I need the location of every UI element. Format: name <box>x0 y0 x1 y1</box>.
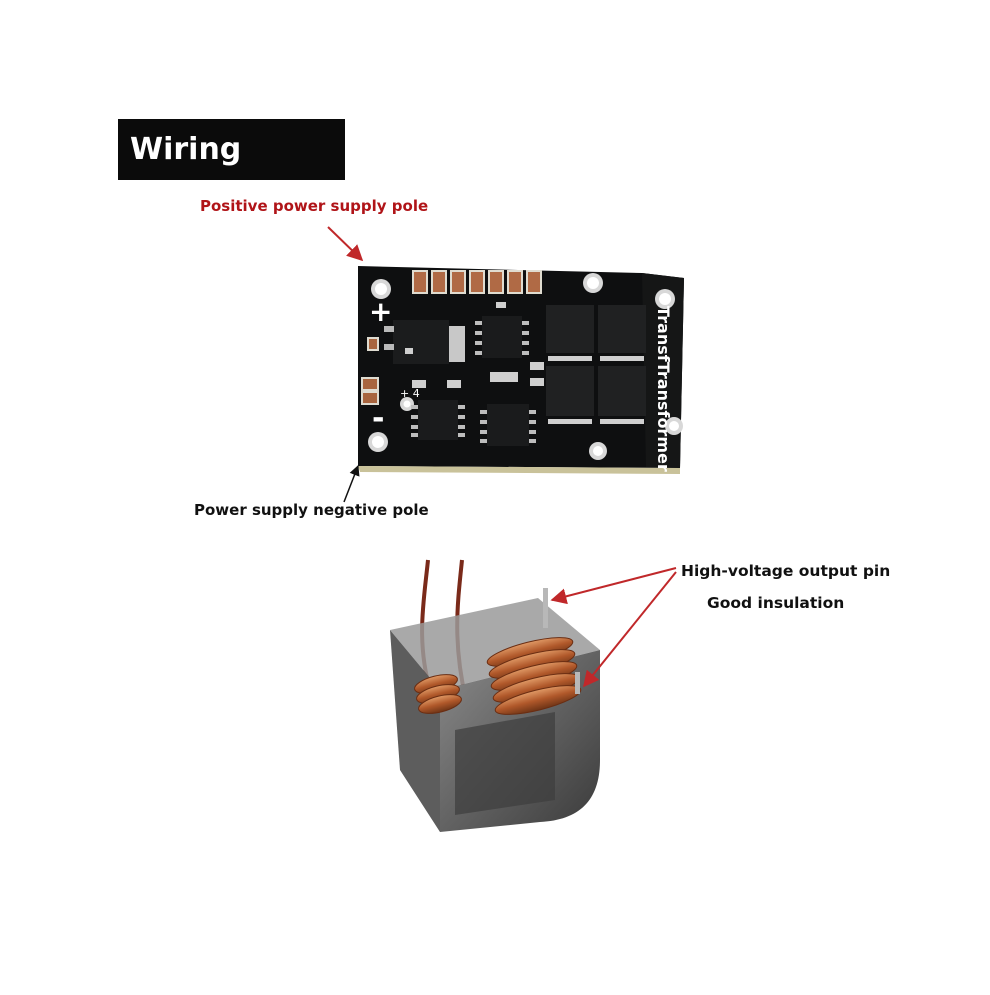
pcb-module: + - + 4 TransfTransformer <box>358 266 684 474</box>
mounting-hole <box>589 442 607 460</box>
ic-chip <box>411 400 465 440</box>
smd-component <box>405 302 544 388</box>
page-title: Wiring <box>118 119 345 180</box>
plus-silkscreen: + <box>369 295 392 328</box>
copper-coil <box>414 637 582 715</box>
hv-output-pin-label: High-voltage output pin <box>681 562 891 580</box>
mounting-hole <box>371 279 391 299</box>
capacitor-row <box>412 270 542 294</box>
mounting-hole <box>368 432 388 452</box>
mosfet <box>546 305 646 424</box>
voltage-regulator <box>384 320 465 364</box>
output-pin <box>543 588 580 694</box>
arrow-positive <box>327 226 364 262</box>
good-insulation-label: Good insulation <box>707 594 845 612</box>
ic-chip <box>480 404 536 446</box>
negative-pole-label: Power supply negative pole <box>194 501 429 519</box>
transformer-silkscreen: TransfTransformer <box>654 306 673 472</box>
mounting-hole <box>665 417 683 435</box>
minus-silkscreen: - <box>372 401 384 436</box>
positive-pole-label: Positive power supply pole <box>200 197 429 215</box>
capacitor <box>361 337 379 405</box>
arrow-hv-pin-top <box>550 567 677 605</box>
small-silkscreen: + 4 <box>400 387 420 400</box>
high-voltage-transformer <box>390 559 600 832</box>
ic-chip <box>475 316 529 358</box>
mounting-hole <box>400 397 414 411</box>
mounting-hole <box>655 289 675 309</box>
arrow-hv-pin-side <box>582 571 677 688</box>
mounting-hole <box>583 273 603 293</box>
arrow-negative <box>343 465 360 503</box>
